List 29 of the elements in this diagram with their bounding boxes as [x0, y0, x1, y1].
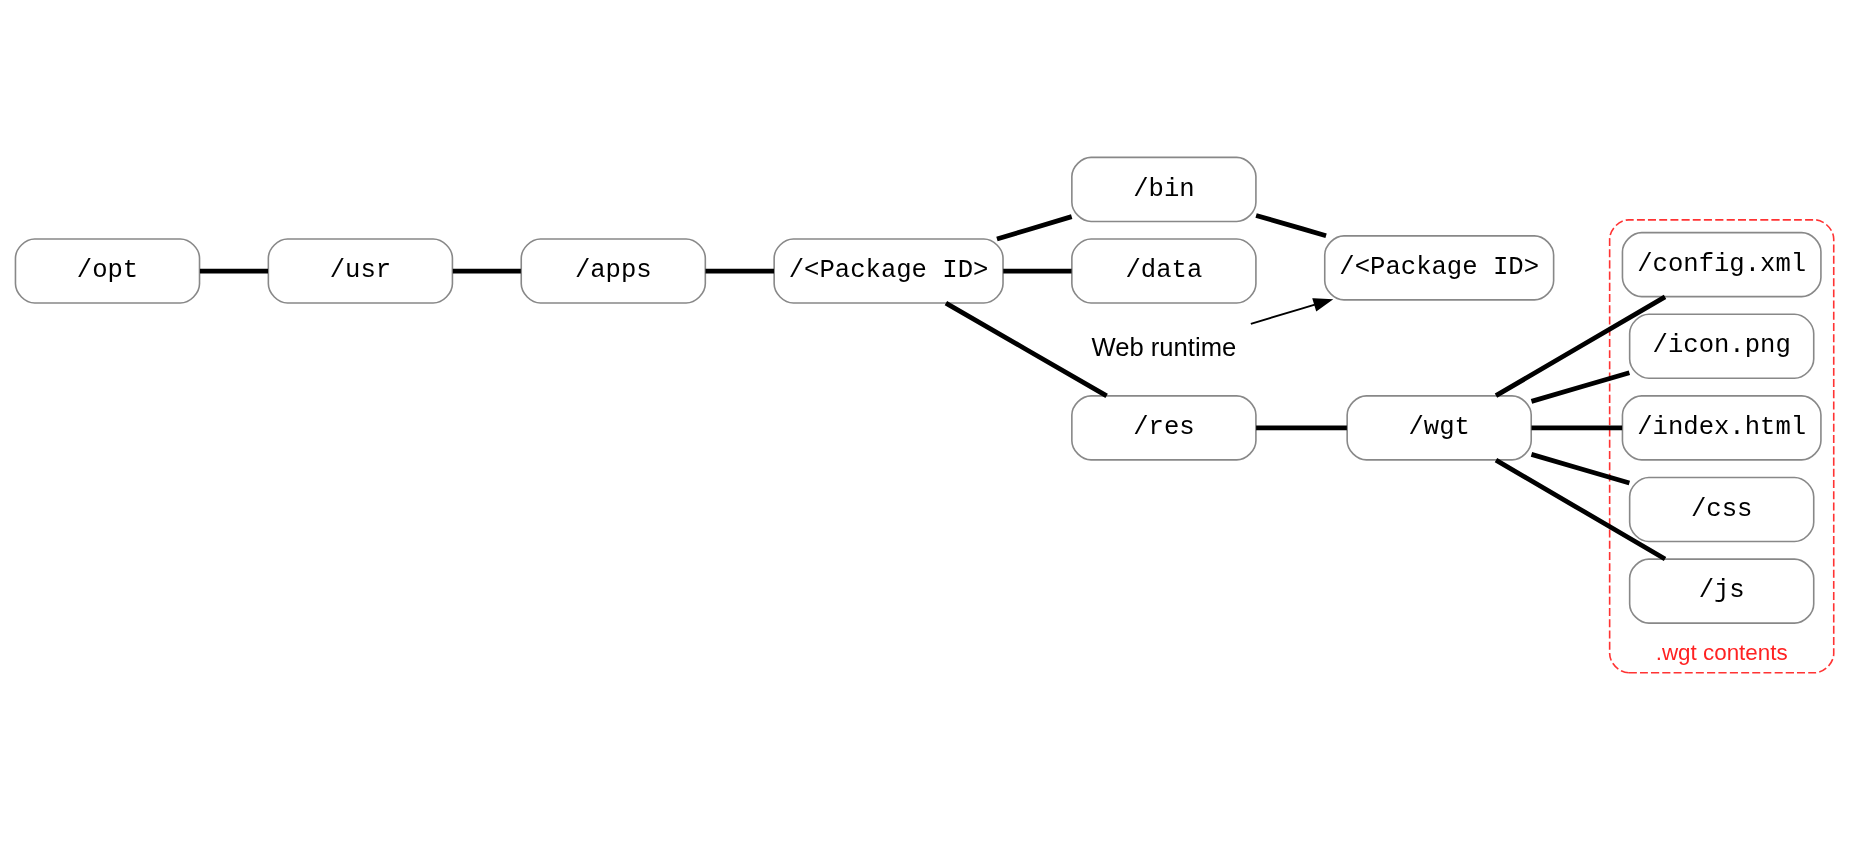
connector [1003, 268, 1072, 273]
connector [1256, 425, 1347, 430]
node-box: /bin [1071, 156, 1257, 222]
connector [1530, 451, 1631, 485]
node-box: /apps [520, 237, 707, 304]
node-box: /icon.png [1628, 312, 1815, 379]
connector [1494, 457, 1667, 561]
arrow [1249, 297, 1334, 325]
connector [705, 268, 774, 273]
node-box: /data [1071, 237, 1257, 304]
node-box: /usr [267, 237, 454, 304]
node-box: /opt [14, 237, 201, 304]
connector [452, 268, 521, 273]
connector [1530, 369, 1631, 404]
node-text: Web runtime [1091, 332, 1237, 361]
node-box: /<Package ID> [773, 237, 1004, 304]
node-box: /css [1628, 476, 1815, 542]
node-box: /index.html [1621, 394, 1822, 461]
connector [944, 300, 1108, 398]
node-box: /<Package ID> [1323, 234, 1555, 301]
connector [1255, 212, 1327, 238]
node-box: /res [1071, 394, 1257, 461]
node-box: /config.xml [1621, 231, 1822, 297]
connector [1494, 294, 1667, 398]
node-box: /wgt [1346, 394, 1532, 461]
connector [1531, 425, 1623, 430]
node-box: /js [1628, 557, 1815, 624]
connector [996, 213, 1073, 241]
connector [199, 268, 268, 273]
